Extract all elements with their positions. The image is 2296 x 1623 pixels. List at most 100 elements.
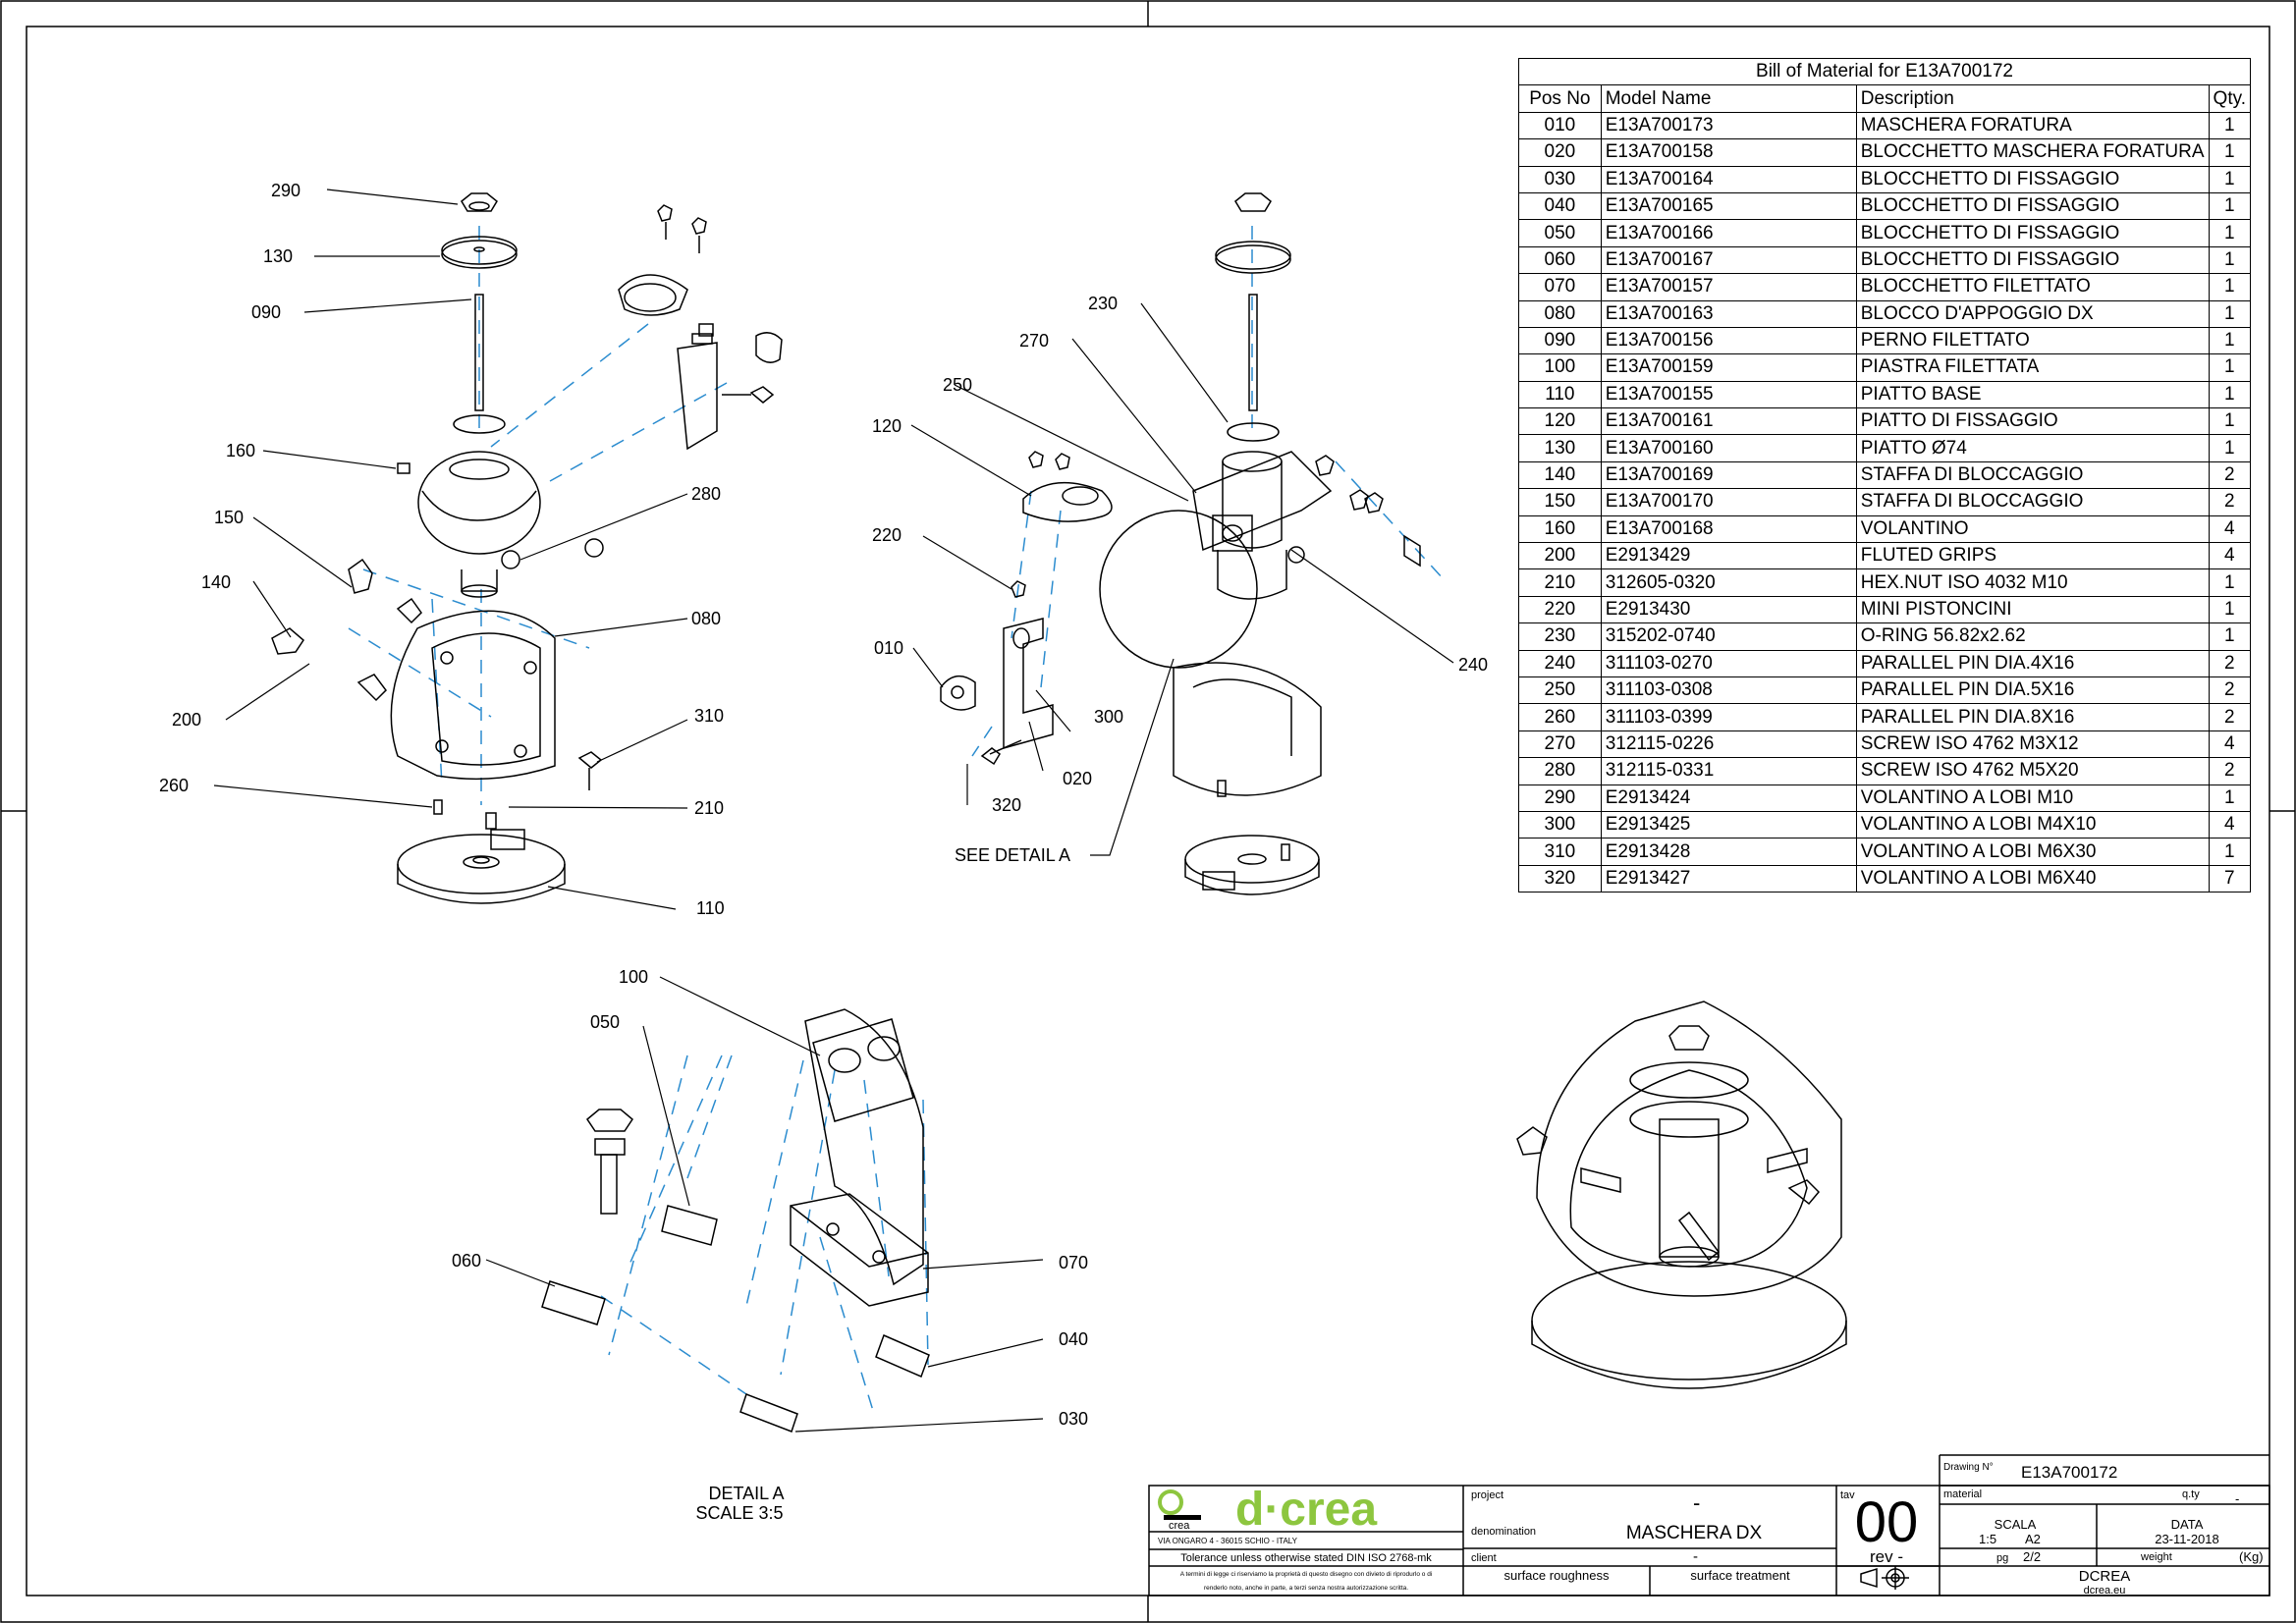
bom-pos: 160 xyxy=(1518,514,1602,544)
bom-pos: 220 xyxy=(1518,595,1602,624)
callout-200: 200 xyxy=(172,710,201,730)
bom-description: BLOCCHETTO DI FISSAGGIO xyxy=(1855,191,2210,221)
bom-pos: 230 xyxy=(1518,622,1602,651)
company-name: DCREA xyxy=(2079,1568,2131,1585)
bom-model: E13A700158 xyxy=(1600,138,1857,167)
tav-label: tav xyxy=(1840,1489,1855,1501)
bom-pos: 250 xyxy=(1518,676,1602,705)
callout-160: 160 xyxy=(226,441,255,460)
logo-text: d·crea xyxy=(1235,1484,1377,1536)
bom-description: PIATTO Ø74 xyxy=(1855,434,2210,462)
bom-model: E13A700167 xyxy=(1600,245,1857,275)
surface-treatment-label: surface treatment xyxy=(1690,1568,1790,1583)
bom-header-description: Description xyxy=(1855,84,2210,113)
bom-pos: 060 xyxy=(1518,245,1602,275)
bom-qty: 1 xyxy=(2208,273,2252,301)
bom-qty: 1 xyxy=(2208,299,2252,328)
callout-280: 280 xyxy=(691,484,721,504)
bom-description: FLUTED GRIPS xyxy=(1855,542,2210,570)
callout-130: 130 xyxy=(263,246,293,266)
bom-model: E13A700159 xyxy=(1600,353,1857,382)
pg-label: pg xyxy=(1996,1552,2008,1564)
bom-model: E13A700156 xyxy=(1600,326,1857,355)
callout-020: 020 xyxy=(1063,769,1092,788)
callout-070: 070 xyxy=(1059,1253,1088,1272)
bom-pos: 310 xyxy=(1518,838,1602,866)
bom-description: STAFFA DI BLOCCAGGIO xyxy=(1855,460,2210,490)
bill-of-material-table: Bill of Material for E13A700172 Pos No M… xyxy=(1518,57,2252,893)
bom-model: E13A700160 xyxy=(1600,434,1857,462)
bom-qty: 2 xyxy=(2208,488,2252,516)
tav-value: 00 xyxy=(1855,1490,1919,1554)
bom-qty: 1 xyxy=(2208,595,2252,624)
bom-model: E2913424 xyxy=(1600,784,1857,812)
bom-header-qty: Qty. xyxy=(2208,84,2252,113)
bom-description: PIASTRA FILETTATA xyxy=(1855,353,2210,382)
bom-header-model: Model Name xyxy=(1600,84,1857,113)
bom-model: E2913427 xyxy=(1600,864,1857,893)
qty-value: - xyxy=(2235,1491,2239,1506)
bom-qty: 2 xyxy=(2208,676,2252,705)
bom-model: E2913428 xyxy=(1600,838,1857,866)
exploded-view-left xyxy=(271,192,783,904)
drawing-number-value: E13A700172 xyxy=(2021,1463,2117,1482)
bom-qty: 7 xyxy=(2208,864,2252,893)
bom-qty: 2 xyxy=(2208,460,2252,490)
bom-model: E2913425 xyxy=(1600,810,1857,839)
bom-description: STAFFA DI BLOCCAGGIO xyxy=(1855,488,2210,516)
bom-description: VOLANTINO xyxy=(1855,514,2210,544)
callout-030: 030 xyxy=(1059,1409,1088,1429)
bom-pos: 130 xyxy=(1518,434,1602,462)
bom-pos: 020 xyxy=(1518,138,1602,167)
bom-description: BLOCCHETTO DI FISSAGGIO xyxy=(1855,219,2210,247)
callout-310: 310 xyxy=(694,706,724,726)
bom-model: E13A700166 xyxy=(1600,219,1857,247)
bom-qty: 1 xyxy=(2208,784,2252,812)
bom-description: PIATTO DI FISSAGGIO xyxy=(1855,407,2210,436)
project-value: - xyxy=(1693,1490,1700,1515)
callout-100: 100 xyxy=(619,967,648,987)
callout-240: 240 xyxy=(1458,655,1488,675)
bom-pos: 070 xyxy=(1518,273,1602,301)
qty-label: q.ty xyxy=(2182,1488,2200,1500)
bom-model: E13A700173 xyxy=(1600,111,1857,140)
bom-pos: 240 xyxy=(1518,649,1602,677)
surface-roughness-label: surface roughness xyxy=(1504,1568,1610,1583)
bom-qty: 1 xyxy=(2208,245,2252,275)
bom-model: E13A700161 xyxy=(1600,407,1857,436)
legal-note-2: renderlo noto, anche in parte, a terzi s… xyxy=(1204,1585,1408,1592)
bom-pos: 150 xyxy=(1518,488,1602,516)
bom-model: E13A700155 xyxy=(1600,380,1857,409)
callout-090: 090 xyxy=(251,302,281,322)
legal-note-1: A termini di legge ci riserviamo la prop… xyxy=(1180,1571,1433,1578)
bom-model: E13A700163 xyxy=(1600,299,1857,328)
title-block-texts: VIA ONGARO 4 - 36015 SCHIO - ITALY Toler… xyxy=(1158,1462,2264,1596)
scala-label: SCALA xyxy=(1995,1517,2037,1532)
bom-description: VOLANTINO A LOBI M6X30 xyxy=(1855,838,2210,866)
detail-scale: SCALE 3:5 xyxy=(695,1503,783,1523)
bom-qty: 4 xyxy=(2208,542,2252,570)
bom-pos: 080 xyxy=(1518,299,1602,328)
leader-lines xyxy=(213,189,1454,1433)
callout-060: 060 xyxy=(452,1251,481,1271)
bom-model: 312115-0331 xyxy=(1600,757,1857,785)
drawing-number-label: Drawing N° xyxy=(1943,1462,1994,1473)
bom-qty: 1 xyxy=(2208,434,2252,462)
weight-unit: (Kg) xyxy=(2239,1549,2264,1564)
bom-pos: 010 xyxy=(1518,111,1602,140)
